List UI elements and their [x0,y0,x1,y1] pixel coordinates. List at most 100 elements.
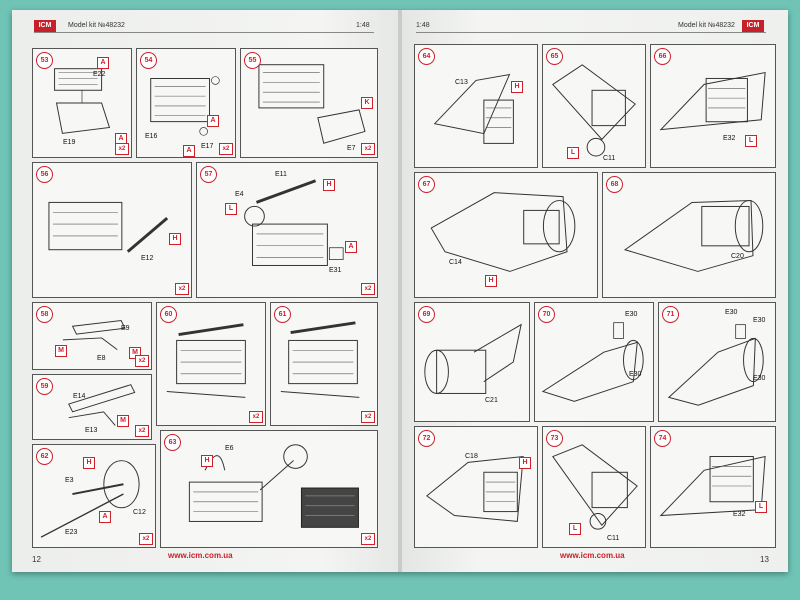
step-67-drawing [430,192,576,272]
step-number: 64 [418,48,435,65]
part-label: C18 [465,453,478,460]
x2-badge: x2 [361,283,375,295]
x2-badge: x2 [135,355,149,367]
part-tag: A [207,115,219,127]
step-number: 68 [606,176,623,193]
footer-url-left: www.icm.com.ua [168,551,233,560]
x2-badge: x2 [135,425,149,437]
part-label: C20 [731,253,744,260]
part-tag: L [745,135,757,147]
left-header: ICM Model kit №48232 1:48 [34,20,374,34]
step-number: 56 [36,166,53,183]
part-tag: M [55,345,67,357]
step-60-drawing [166,323,246,398]
part-tag: H [169,233,181,245]
x2-badge: x2 [139,533,153,545]
step-58: 58 E9 M E8 M x2 [32,302,152,370]
step-number: 58 [36,306,53,323]
part-tag: L [567,147,579,159]
step-number: 54 [140,52,157,69]
step-number: 61 [274,306,291,323]
left-page: ICM Model kit №48232 1:48 53 A E22 E19 A… [12,10,398,572]
step-66-drawing [659,71,766,131]
page-number-right: 13 [760,555,769,564]
part-label: C14 [449,259,462,266]
part-label: E6 [225,445,234,452]
page-number-left: 12 [32,555,41,564]
footer-url-right: www.icm.com.ua [560,551,625,560]
step-number: 63 [164,434,181,451]
step-65-drawing [552,64,636,157]
part-label: E30 [753,317,766,324]
part-label: C12 [133,509,146,516]
step-number: 53 [36,52,53,69]
step-number: 60 [160,306,177,323]
step-60: 60 x2 [156,302,266,426]
step-number: 74 [654,430,671,447]
step-number: 70 [538,306,555,323]
booklet-spine [398,10,402,572]
right-page: 1:48 Model kit №48232 ICM 64 C13 H 65 L [402,10,788,572]
part-label: E8 [97,355,106,362]
step-54: 54 E16 E17 A A x2 [136,48,236,158]
part-tag: A [97,57,109,69]
step-68-drawing [623,200,764,272]
step-69-drawing [424,323,522,394]
part-label: E30 [625,311,638,318]
model-kit-label: Model kit №48232 [68,22,125,29]
header-rule [416,32,766,33]
step-number: 66 [654,48,671,65]
step-55-drawing [258,64,366,144]
step-67: 67 C14 H [414,172,598,298]
step-59-drawing [68,384,136,426]
step-59: 59 E14 E13 M x2 [32,374,152,440]
part-tag: A [99,511,111,523]
part-label: E13 [85,427,98,434]
step-64-drawing [433,73,514,144]
step-72: 72 C18 H [414,426,538,548]
part-label: E3 [65,477,74,484]
part-tag: H [485,275,497,287]
part-tag: A [183,145,195,157]
part-tag: M [117,415,129,427]
model-kit-label: Model kit №48232 [678,22,735,29]
part-label: E4 [235,191,244,198]
part-label: C11 [607,535,620,542]
x2-badge: x2 [361,533,375,545]
step-number: 73 [546,430,563,447]
step-number: 65 [546,48,563,65]
part-label: E22 [93,71,106,78]
step-56: 56 H E12 x2 [32,162,192,298]
part-label: E30 [753,375,766,382]
right-header: 1:48 Model kit №48232 ICM [416,20,766,34]
step-61-drawing [280,321,360,398]
part-label: E31 [329,267,342,274]
step-70-drawing [541,322,644,402]
step-66: 66 E32 L [650,44,776,168]
step-number: 69 [418,306,435,323]
part-tag: H [201,455,213,467]
part-tag: K [361,97,373,109]
step-53: 53 A E22 E19 A x2 [32,48,132,158]
part-label: E12 [141,255,154,262]
part-tag: L [755,501,767,513]
part-tag: L [569,523,581,535]
step-number: 72 [418,430,435,447]
part-label: C11 [603,155,616,162]
step-number: 67 [418,176,435,193]
part-tag: H [323,179,335,191]
instruction-booklet: ICM Model kit №48232 1:48 53 A E22 E19 A… [12,10,788,572]
part-label: E11 [275,171,287,178]
part-tag: H [83,457,95,469]
step-55: 55 K E7 x2 [240,48,378,158]
x2-badge: x2 [175,283,189,295]
x2-badge: x2 [115,143,129,155]
step-65: 65 L C11 [542,44,646,168]
x2-badge: x2 [249,411,263,423]
step-64: 64 C13 H [414,44,538,168]
part-label: E32 [733,511,746,518]
step-73: 73 L C11 [542,426,646,548]
part-tag: H [519,457,531,469]
step-74: 74 E32 L [650,426,776,548]
part-label: E30 [725,309,738,316]
